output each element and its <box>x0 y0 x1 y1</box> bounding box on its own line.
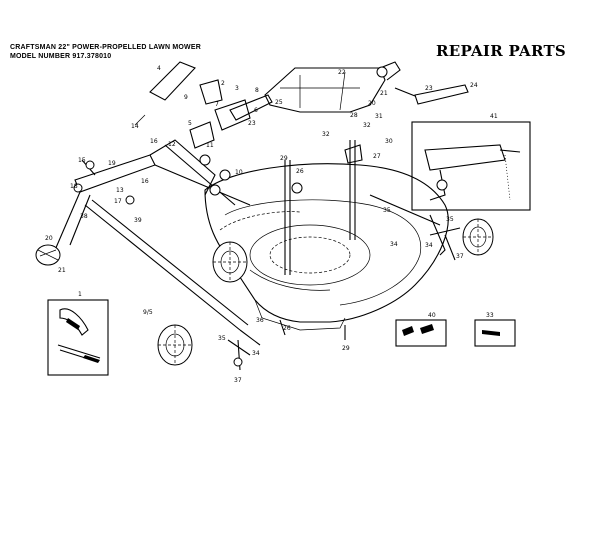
callout-16b: 16 <box>141 178 149 185</box>
callout-22: 22 <box>338 69 346 76</box>
callout-23: 23 <box>425 85 433 92</box>
callout-2: 2 <box>221 80 225 87</box>
model-title: CRAFTSMAN 22" POWER-PROPELLED LAWN MOWER <box>10 44 201 51</box>
callout-7: 7 <box>215 101 219 108</box>
callout-30: 30 <box>385 138 393 145</box>
callout-18: 18 <box>70 183 78 190</box>
section-title: REPAIR PARTS <box>436 42 567 60</box>
callout-31: 31 <box>375 113 383 120</box>
callout-10: 10 <box>235 169 243 176</box>
callout-20: 20 <box>368 100 376 107</box>
callout-37b: 37 <box>234 377 242 384</box>
callout-3: 3 <box>235 85 239 92</box>
inset-41 <box>411 121 531 211</box>
callout-29b: 29 <box>342 345 350 352</box>
callout-34c: 34 <box>252 350 260 357</box>
left-wheel-assembly <box>35 139 251 266</box>
callout-labels: 4 2 9 3 8 7 6 22 21 20 23 24 25 23 14 5 … <box>45 65 498 384</box>
control-bracket <box>73 61 251 205</box>
callout-41: 41 <box>490 113 498 120</box>
drive-rod <box>84 199 261 346</box>
inset-1 <box>47 299 109 376</box>
callout-6: 6 <box>254 107 258 114</box>
callout-33: 33 <box>486 312 494 319</box>
callout-5: 5 <box>188 120 192 127</box>
right-height-adjuster <box>284 140 446 275</box>
callout-34b: 34 <box>425 242 433 249</box>
callout-35: 35 <box>383 207 391 214</box>
callout-35b: 35 <box>446 216 454 223</box>
callout-28: 28 <box>350 112 358 119</box>
callout-14: 14 <box>131 123 139 130</box>
callout-8: 8 <box>255 87 259 94</box>
callout-21b: 21 <box>58 267 66 274</box>
callout-20b: 20 <box>45 235 53 242</box>
callout-19: 19 <box>108 160 116 167</box>
callout-32: 32 <box>363 122 371 129</box>
callout-36: 36 <box>256 317 264 324</box>
callout-29: 29 <box>280 155 288 162</box>
callout-26: 26 <box>296 168 304 175</box>
callout-13: 13 <box>116 187 124 194</box>
mower-deck <box>204 163 449 331</box>
model-number: MODEL NUMBER 917.378010 <box>10 53 112 60</box>
callout-34: 34 <box>390 241 398 248</box>
callout-17: 17 <box>114 198 122 205</box>
callout-32b: 32 <box>322 131 330 138</box>
lower-linkage <box>227 227 461 371</box>
callout-4: 4 <box>157 65 161 72</box>
callout-25: 25 <box>275 99 283 106</box>
callout-12: 12 <box>168 141 176 148</box>
rear-wheels <box>157 218 494 366</box>
callout-9: 9 <box>184 94 188 101</box>
callout-40: 40 <box>428 312 436 319</box>
callout-16: 16 <box>150 138 158 145</box>
callout-21: 21 <box>380 90 388 97</box>
callout-35c: 35 <box>218 335 226 342</box>
callout-1: 1 <box>78 291 82 298</box>
handle-assembly <box>229 61 469 121</box>
callout-9-5: 9/5 <box>143 309 153 316</box>
callout-26b: 26 <box>283 325 291 332</box>
callout-39: 39 <box>134 217 142 224</box>
callout-37: 37 <box>456 253 464 260</box>
hardware-40 <box>395 319 447 347</box>
callout-24: 24 <box>470 82 478 89</box>
callout-15: 15 <box>78 157 86 164</box>
callout-27: 27 <box>373 153 381 160</box>
callout-11: 11 <box>206 142 214 149</box>
callout-23b: 23 <box>248 120 256 127</box>
callout-38: 38 <box>80 213 88 220</box>
hardware-33 <box>474 319 516 347</box>
